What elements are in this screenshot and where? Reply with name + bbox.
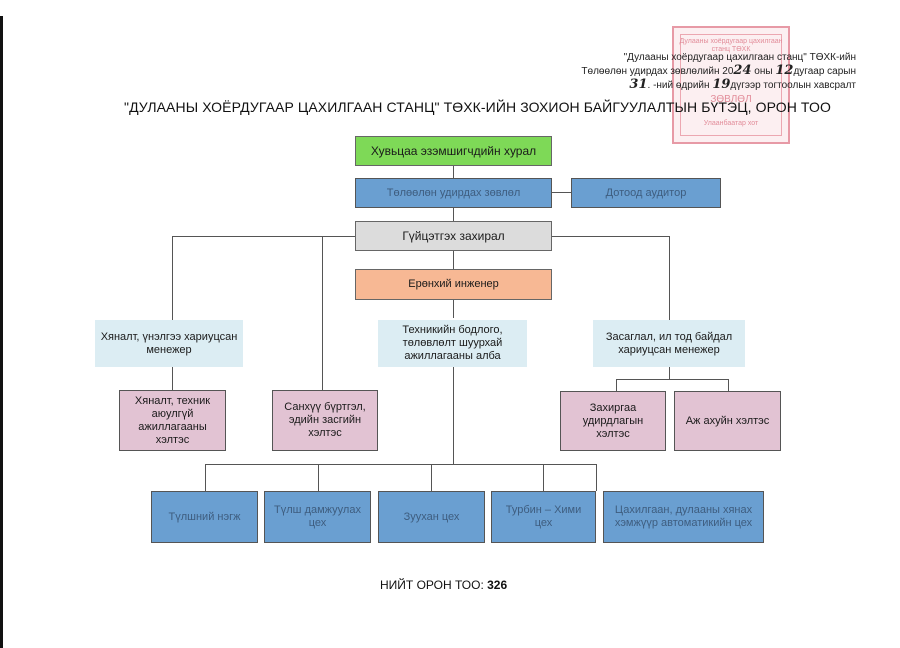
approval-caption-line3: 31. -ний өдрийн 19дүгээр тогтоолын хавср…	[629, 78, 856, 92]
connector	[172, 236, 173, 320]
page-left-border	[0, 16, 3, 648]
department-box-facilities: Аж ахуйн хэлтэс	[674, 391, 781, 451]
connector	[172, 236, 356, 237]
ceo-box: Гүйцэтгэх захирал	[355, 221, 552, 251]
connector	[551, 236, 670, 237]
connector	[596, 464, 597, 491]
manager-box-monitoring: Хяналт, үнэлгээ хариуцсан менежер	[95, 320, 243, 367]
official-stamp: Дулааны хоёрдугаар цахилгаан станц ТӨХК …	[672, 26, 790, 144]
handwritten-month: 12	[775, 63, 794, 78]
shareholders-meeting-box: Хувьцаа эзэмшигчдийн хурал	[355, 136, 552, 166]
total-headcount-value: 326	[487, 578, 508, 592]
connector	[172, 367, 173, 390]
department-box-finance: Санхүү бүртгэл, эдийн засгийн хэлтэс	[272, 390, 378, 451]
workshop-box-boiler: Зуухан цех	[378, 491, 485, 543]
internal-auditor-box: Дотоод аудитор	[571, 178, 721, 208]
caption-line3-mid: . -ний өдрийн	[647, 80, 710, 91]
connector	[669, 367, 670, 380]
stamp-inner-border	[680, 34, 782, 136]
caption-line3-suffix: дүгээр тогтоолын хавсралт	[730, 80, 856, 91]
workshop-box-instrumentation: Цахилгаан, дулааны хянах хэмжүүр автомат…	[603, 491, 764, 543]
workshop-box-fuel-unit: Түлшний нэгж	[151, 491, 258, 543]
department-box-safety: Хяналт, техник аюулгүй ажиллагааны хэлтэ…	[119, 390, 226, 451]
approval-caption-line1: "Дулааны хоёрдугаар цахилгаан станц" ТӨХ…	[623, 52, 856, 63]
connector	[669, 236, 670, 320]
connector	[322, 236, 323, 390]
connector	[616, 379, 617, 391]
workshop-box-turbine-chemical: Турбин – Хими цех	[491, 491, 596, 543]
total-headcount-label: НИЙТ ОРОН ТОО:	[380, 578, 484, 592]
board-of-directors-box: Төлөөлөн удирдах зөвлөл	[355, 178, 552, 208]
connector	[453, 208, 454, 221]
chief-engineer-box: Ерөнхий инженер	[355, 269, 552, 300]
connector	[543, 464, 544, 491]
caption-line2-suffix: дугаар сарын	[793, 66, 856, 77]
connector	[453, 166, 454, 178]
stamp-center-text: ЗӨВЛӨЛ	[710, 94, 752, 105]
page-title: "ДУЛААНЫ ХОЁРДУГААР ЦАХИЛГААН СТАНЦ" ТӨХ…	[124, 99, 831, 115]
connector	[728, 379, 729, 391]
connector	[453, 300, 454, 318]
connector	[431, 464, 432, 491]
manager-box-governance: Засаглал, ил тод байдал хариуцсан менеже…	[593, 320, 745, 367]
handwritten-resolution-number: 19	[712, 77, 731, 92]
approval-caption-line2: Төлөөлөн удирдах зөвлөлийн 2024 оны 12ду…	[581, 64, 856, 78]
caption-line2-prefix: Төлөөлөн удирдах зөвлөлийн 20	[581, 66, 734, 77]
workshop-box-fuel-transfer: Түлш дамжуулах цех	[264, 491, 371, 543]
connector	[205, 464, 206, 491]
connector	[318, 464, 319, 491]
connector	[616, 379, 728, 380]
caption-line2-mid: оны	[754, 66, 773, 77]
handwritten-year: 24	[733, 63, 752, 78]
connector	[453, 367, 454, 464]
connector	[453, 464, 596, 465]
connector	[551, 192, 571, 193]
stamp-bottom-text: Улаанбаатар хот	[703, 120, 759, 127]
manager-box-technical-policy: Техникийн бодлого, төлөвлөлт шуурхай ажи…	[378, 320, 527, 367]
total-headcount: НИЙТ ОРОН ТОО: 326	[380, 578, 507, 592]
department-box-administration: Захиргаа удирдлагын хэлтэс	[560, 391, 666, 451]
stamp-top-text: Дулааны хоёрдугаар цахилгаан станц ТӨХК	[679, 38, 783, 53]
connector	[205, 464, 454, 465]
connector	[453, 251, 454, 269]
handwritten-day: 31	[629, 77, 648, 92]
